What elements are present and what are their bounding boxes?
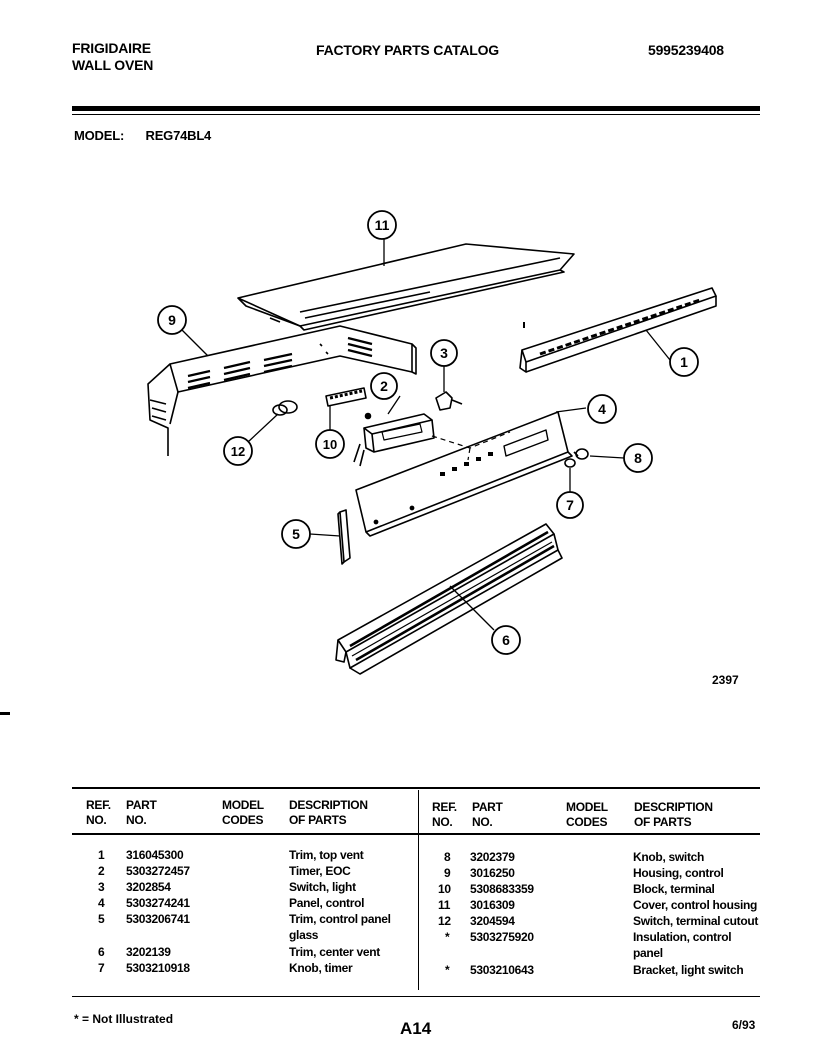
brand-name: FRIGIDAIRE	[72, 40, 151, 56]
callout-11-label: 11	[375, 217, 390, 233]
callout-9: 9	[157, 305, 187, 335]
callout-7: 7	[556, 491, 584, 519]
callout-5-label: 5	[292, 526, 300, 542]
part-4-panel-control	[355, 411, 573, 537]
table-top-rule	[72, 787, 760, 789]
scan-mark	[0, 712, 10, 715]
callout-6: 6	[491, 625, 521, 655]
callout-9-label: 9	[168, 312, 176, 328]
callout-10-label: 10	[323, 437, 337, 452]
callout-1: 1	[669, 347, 699, 377]
callout-3-label: 3	[440, 345, 448, 361]
revision-date: 6/93	[732, 1018, 756, 1032]
callout-5: 5	[281, 519, 311, 549]
figure-id: 2397	[712, 673, 739, 687]
callout-1-label: 1	[680, 354, 688, 370]
callout-3: 3	[430, 339, 458, 367]
callouts: 11 9 3 1 2 4 10 12 8 7 5 6	[157, 210, 699, 655]
callout-10: 10	[315, 429, 345, 459]
model-label: MODEL:	[74, 128, 125, 143]
callout-4-label: 4	[598, 401, 606, 417]
part-1-trim-top-vent	[519, 287, 717, 373]
part-5-trim-control-panel-glass	[337, 509, 351, 565]
header-ref-no: REF.NO.	[86, 798, 111, 827]
callout-7-label: 7	[566, 497, 574, 513]
callout-6-label: 6	[502, 632, 510, 648]
footer-rule	[72, 996, 760, 997]
callout-12-label: 12	[231, 444, 245, 459]
part-3-switch-light	[435, 391, 463, 411]
callout-2-label: 2	[380, 378, 388, 394]
part-10-block-terminal	[325, 387, 367, 407]
callout-11: 11	[367, 210, 397, 240]
not-illustrated-note: * = Not Illustrated	[74, 1012, 174, 1026]
header-ref-no-right: REF.NO.	[432, 800, 457, 829]
callout-4: 4	[587, 394, 617, 424]
page-number: A14	[400, 1019, 432, 1038]
callout-2: 2	[370, 372, 398, 400]
callout-12: 12	[223, 436, 253, 466]
part-12-switch-terminal-cutout	[272, 400, 298, 416]
catalog-number: 5995239408	[648, 42, 724, 58]
callout-8-label: 8	[634, 450, 642, 466]
part-8-knob-switch	[573, 448, 589, 460]
model-line: MODEL: REG74BL4	[74, 128, 211, 143]
product-name: WALL OVEN	[72, 57, 154, 73]
part-7-knob-timer	[564, 458, 576, 468]
table-header-rule	[72, 833, 760, 835]
part-2-timer-eoc	[353, 412, 435, 467]
part-6-trim-center-vent	[335, 523, 563, 675]
part-9-housing-control	[147, 325, 417, 456]
header-brand-block: FRIGIDAIRE WALL OVEN	[72, 40, 153, 74]
part-11-cover-control-housing	[237, 243, 575, 331]
header-rule	[72, 106, 760, 111]
header-rule-thin	[72, 114, 760, 115]
model-value: REG74BL4	[145, 128, 212, 143]
leader-lines	[181, 236, 671, 631]
callout-8: 8	[623, 443, 653, 473]
table-column-separator	[418, 790, 419, 990]
catalog-title: FACTORY PARTS CATALOG	[316, 42, 499, 58]
exploded-parts-diagram: 11 9 3 1 2 4 10 12 8 7 5 6 2397	[147, 210, 739, 687]
